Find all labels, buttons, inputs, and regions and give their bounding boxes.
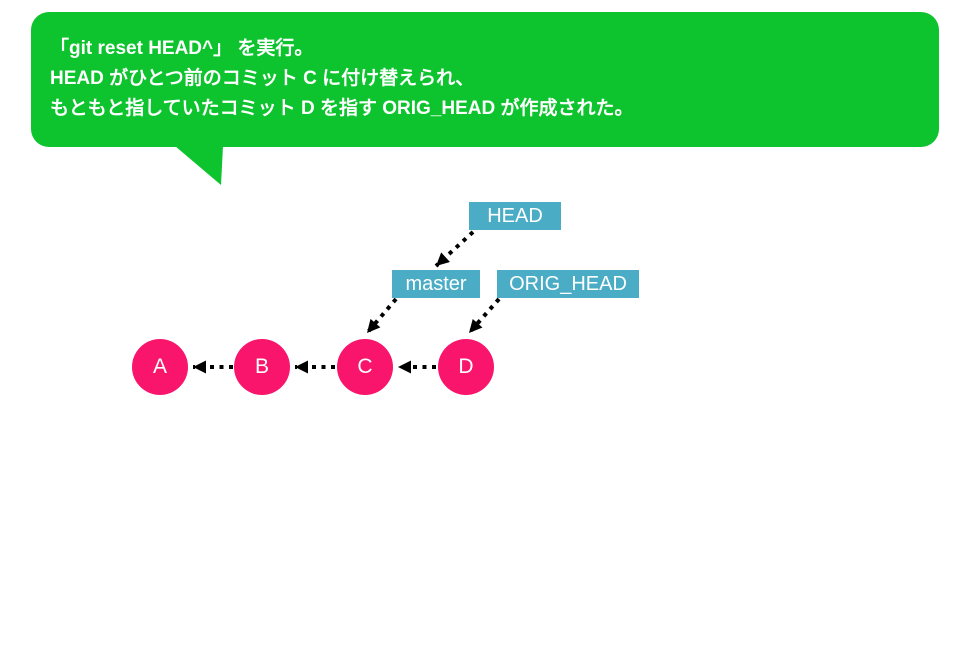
speech-bubble: 「git reset HEAD^」 を実行。 HEAD がひとつ前のコミット C…: [31, 12, 939, 147]
commit-label-d: D: [458, 355, 474, 378]
commit-label-c: C: [357, 355, 373, 378]
ref-label-master: master: [392, 270, 480, 298]
bubble-line-2: HEAD がひとつ前のコミット C に付け替えられ、: [50, 68, 475, 89]
commit-node-a: A: [132, 339, 188, 395]
bubble-line-3: もともと指していたコミット D を指す ORIG_HEAD が作成された。: [50, 98, 634, 119]
commit-label-b: B: [254, 355, 269, 378]
ref-label-orig-head: ORIG_HEAD: [497, 270, 639, 298]
ref-label-head: HEAD: [469, 202, 561, 230]
bubble-line-1: 「git reset HEAD^」 を実行。: [50, 38, 314, 59]
arrow-head-to-master: [434, 230, 475, 268]
arrow-orig-head-to-commit-d: [467, 297, 501, 335]
commit-node-b: B: [234, 339, 290, 395]
arrow-master-to-commit-c: [365, 297, 398, 335]
commit-node-d: D: [438, 339, 494, 395]
commit-node-c: C: [337, 339, 393, 395]
speech-bubble-tail: [175, 146, 223, 185]
commit-label-a: A: [152, 355, 167, 378]
